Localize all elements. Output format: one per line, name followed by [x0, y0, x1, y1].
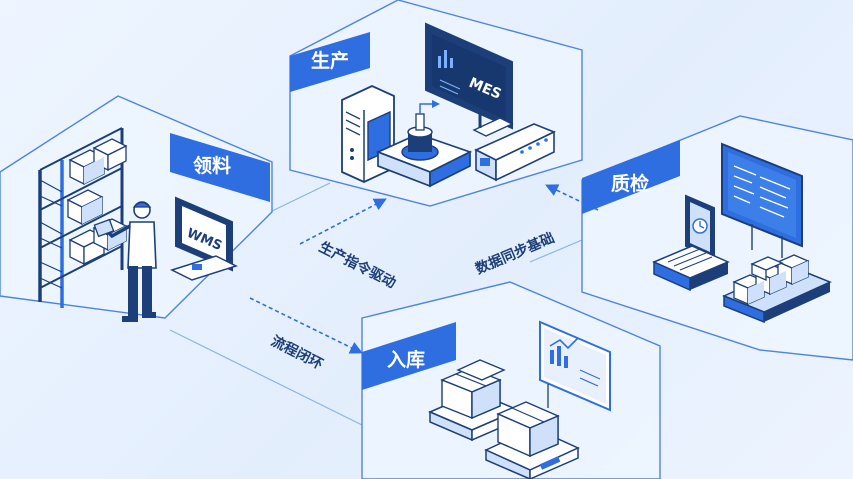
- flow-arrows: [249, 184, 599, 354]
- quality-label: 质检: [611, 172, 649, 195]
- quality-boxes: [722, 254, 832, 324]
- inspection-station: [652, 194, 730, 292]
- production-tag: 生产: [290, 32, 370, 92]
- warehousing-tag: 入库: [362, 322, 456, 390]
- wms-kiosk: WMS: [170, 196, 238, 281]
- picking-module: 领料: [0, 95, 273, 322]
- mes-monitor: MES: [425, 22, 514, 137]
- warehousing-module: 入库: [361, 281, 661, 479]
- picking-tag: 领料: [170, 133, 270, 202]
- sync-arrow: [545, 184, 599, 211]
- warehousing-chart-panel: [539, 320, 611, 412]
- quality-module: 质检: [581, 115, 853, 361]
- production-conveyor: [375, 100, 473, 188]
- worker-figure: [93, 201, 157, 322]
- drive-arrow: [299, 198, 387, 245]
- production-label: 生产: [311, 49, 349, 72]
- quality-display: [721, 142, 803, 258]
- production-module: 生产: [289, 0, 583, 207]
- quality-platform: [581, 115, 853, 361]
- connectors: [169, 182, 583, 426]
- flow-label-sync: 数据同步基础: [473, 229, 557, 277]
- warehouse-pallet-2: [484, 401, 580, 479]
- picking-label: 领料: [193, 154, 231, 177]
- flow-label-drive: 生产指令驱动: [316, 238, 399, 291]
- quality-tag: 质检: [582, 140, 680, 214]
- warehousing-label: 入库: [387, 348, 425, 371]
- production-server: [474, 123, 556, 182]
- flow-label-loop: 流程闭环: [268, 332, 326, 373]
- loop-arrow: [249, 297, 363, 354]
